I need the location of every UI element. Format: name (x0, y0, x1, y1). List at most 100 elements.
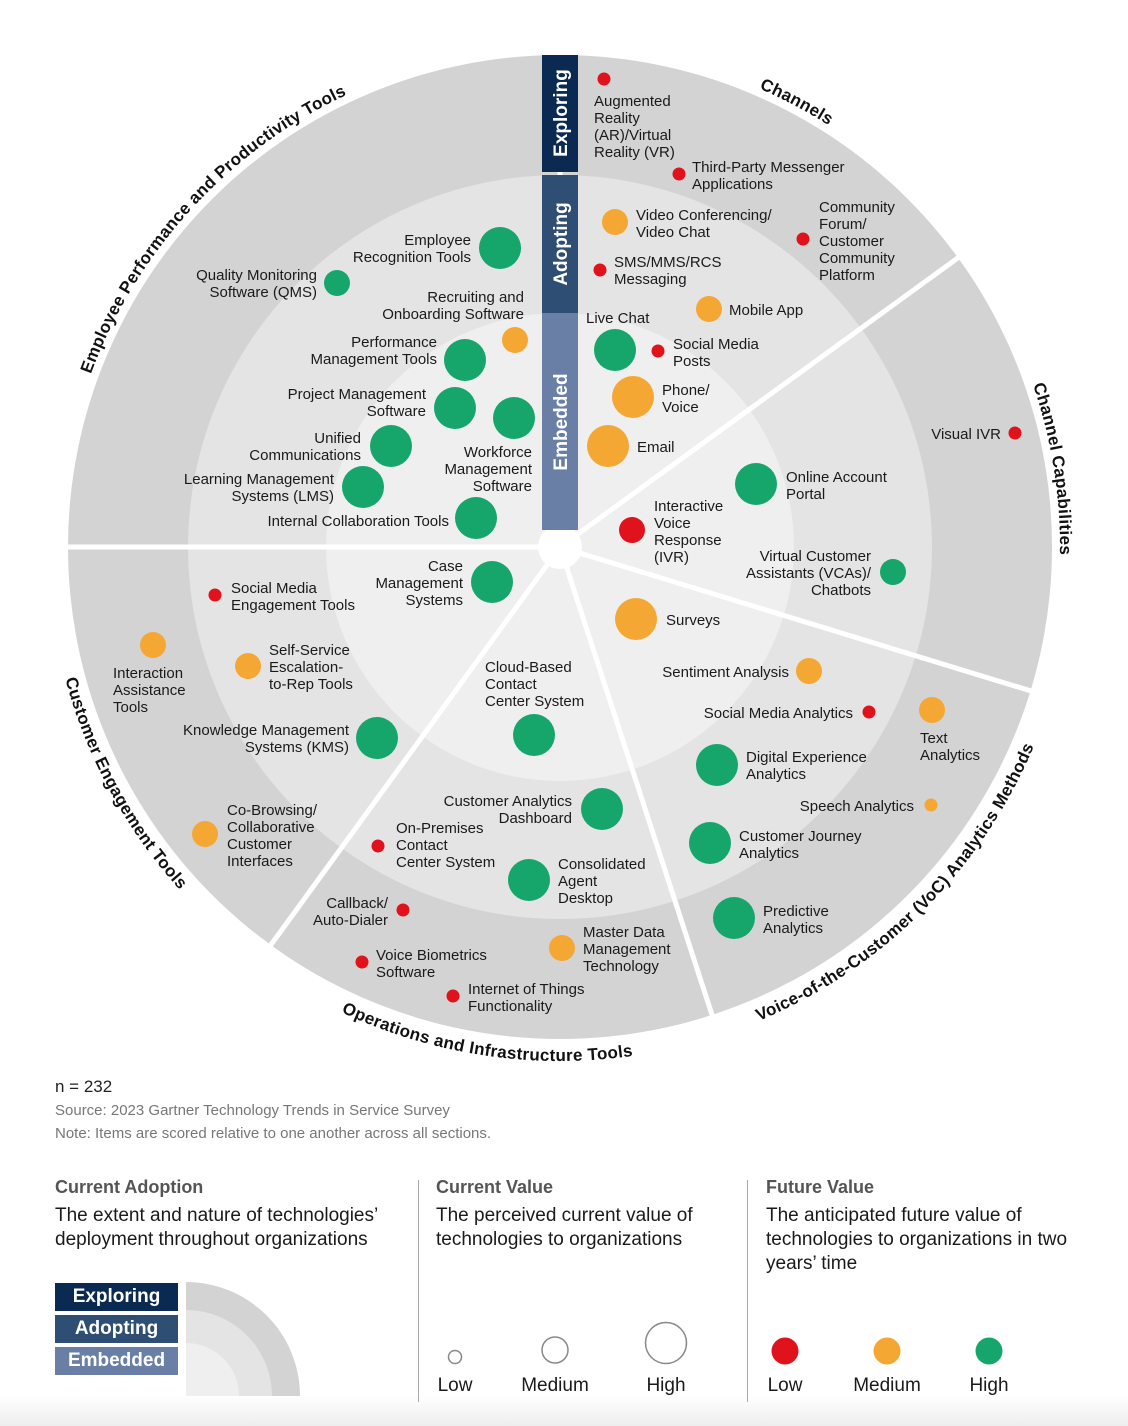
value-dot-icon (208, 588, 222, 602)
color-high-icon (975, 1337, 1003, 1365)
color-low-icon (771, 1337, 799, 1365)
size-medium-icon (541, 1336, 569, 1364)
value-dot-icon (581, 788, 623, 830)
technology-wheel: Exploring Adopting Embedded Employee Per… (61, 55, 1075, 1066)
bar-exploring (542, 55, 578, 172)
value-dot-icon (434, 387, 476, 429)
legend-rings-icon (186, 1282, 300, 1396)
item-callback-auto-dialer: Callback/Auto-Dialer (313, 895, 410, 929)
color-medium-label: Medium (853, 1375, 921, 1396)
center-hub (538, 525, 582, 569)
item-label: Sentiment Analysis (662, 664, 789, 681)
value-dot-icon (672, 167, 686, 181)
item-label: Mobile App (729, 302, 803, 319)
legend-exploring: Exploring (55, 1283, 178, 1311)
value-dot-icon (602, 209, 628, 235)
value-dot-icon (140, 632, 166, 658)
legend-title: Current Adoption (55, 1177, 204, 1197)
value-dot-icon (919, 697, 945, 723)
legend-title: Future Value (766, 1177, 875, 1197)
legend-current-adoption: Current Adoption The extent and nature o… (55, 1177, 415, 1252)
item-surveys: Surveys (615, 598, 720, 640)
item-video-conferencing-video-chat: Video Conferencing/Video Chat (602, 207, 772, 241)
item-email: Email (587, 425, 675, 467)
value-dot-icon (796, 658, 822, 684)
size-high-icon (644, 1321, 688, 1365)
source-note: Source: 2023 Gartner Technology Trends i… (55, 1102, 450, 1119)
divider-line (557, 546, 717, 1024)
value-dot-icon (587, 425, 629, 467)
size-low-label: Low (437, 1375, 473, 1396)
value-dot-icon (342, 466, 384, 508)
value-dot-icon (862, 705, 876, 719)
value-dot-icon (593, 263, 607, 277)
legend-adopting: Adopting (55, 1315, 178, 1343)
item-label: Surveys (666, 612, 720, 629)
value-dot-icon (1008, 426, 1022, 440)
item-phone-voice: Phone/Voice (612, 376, 710, 418)
value-dot-icon (924, 798, 938, 812)
item-social-media-analytics: Social Media Analytics (704, 705, 876, 722)
future-value-color-legend (771, 1337, 1003, 1365)
item-sentiment-analysis: Sentiment Analysis (662, 658, 822, 684)
item-label: Live Chat (586, 310, 650, 327)
value-dot-icon (235, 653, 261, 679)
bar-label-adopting: Adopting (551, 202, 572, 285)
legend-description: The extent and nature of technologies’ d… (55, 1205, 378, 1250)
size-high-label: High (646, 1375, 686, 1396)
item-label: Phone/Voice (662, 382, 710, 416)
value-dot-icon (713, 897, 755, 939)
value-dot-icon (192, 821, 218, 847)
size-medium-label: Medium (521, 1375, 589, 1396)
value-dot-icon (735, 463, 777, 505)
legend-current-value: Current Value The perceived current valu… (436, 1177, 736, 1252)
color-low-label: Low (767, 1375, 803, 1396)
value-dot-icon (689, 822, 731, 864)
divider (747, 1180, 748, 1402)
value-dot-icon (493, 397, 535, 439)
current-value-size-legend (447, 1321, 688, 1365)
item-label: Internal Collaboration Tools (267, 513, 449, 530)
value-dot-icon (696, 744, 738, 786)
value-dot-icon (597, 72, 611, 86)
divider-line (558, 251, 966, 550)
item-label: Callback/Auto-Dialer (313, 895, 389, 929)
divider (418, 1180, 419, 1402)
